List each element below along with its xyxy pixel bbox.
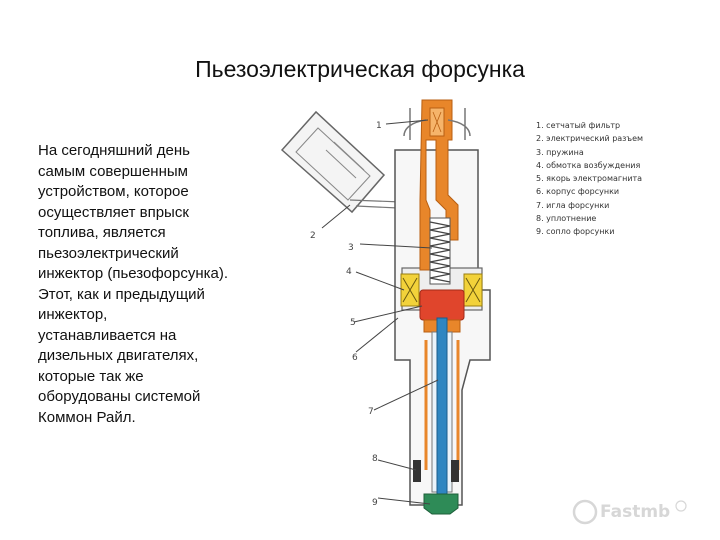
legend-item: 9. сопло форсунки bbox=[536, 227, 615, 237]
description-text: На сегодняшний день самым совершенным ус… bbox=[38, 142, 229, 426]
legend-item: 6. корпус форсунки bbox=[536, 187, 620, 197]
legend-item: 1. сетчатый фильтр bbox=[536, 121, 621, 130]
callout-7: 7 bbox=[368, 407, 374, 417]
watermark-logo bbox=[572, 499, 687, 525]
callout-9: 9 bbox=[372, 498, 378, 508]
excitation-coil bbox=[400, 273, 483, 307]
injector-needle bbox=[424, 317, 460, 497]
callout-5: 5 bbox=[350, 318, 356, 328]
callout-1: 1 bbox=[376, 121, 382, 131]
callout-2: 2 bbox=[310, 231, 316, 241]
legend-item: 3. пружина bbox=[536, 147, 584, 157]
watermark-text: Fastmb bbox=[600, 502, 671, 522]
callout-6: 6 bbox=[352, 353, 358, 363]
callout-lines bbox=[321, 119, 439, 505]
spring bbox=[429, 217, 451, 285]
legend-item: 2. электрический разъем bbox=[536, 134, 644, 144]
legend-item: 7. игла форсунки bbox=[536, 200, 610, 210]
electrical-connector bbox=[280, 110, 413, 262]
legend-item: 5. якорь электромагнита bbox=[536, 174, 643, 184]
parts-legend: 1. сетчатый фильтр 2. электрический разъ… bbox=[536, 119, 643, 239]
seal bbox=[413, 460, 459, 482]
nozzle-tip bbox=[423, 493, 459, 515]
callout-3: 3 bbox=[348, 243, 354, 253]
legend-item: 8. уплотнение bbox=[536, 214, 597, 224]
slide-title: Пьезоэлектрическая форсунка bbox=[195, 56, 525, 82]
legend-item: 4. обмотка возбуждения bbox=[536, 160, 641, 170]
callout-4: 4 bbox=[346, 267, 352, 277]
callout-8: 8 bbox=[372, 454, 378, 464]
armature bbox=[419, 289, 465, 333]
